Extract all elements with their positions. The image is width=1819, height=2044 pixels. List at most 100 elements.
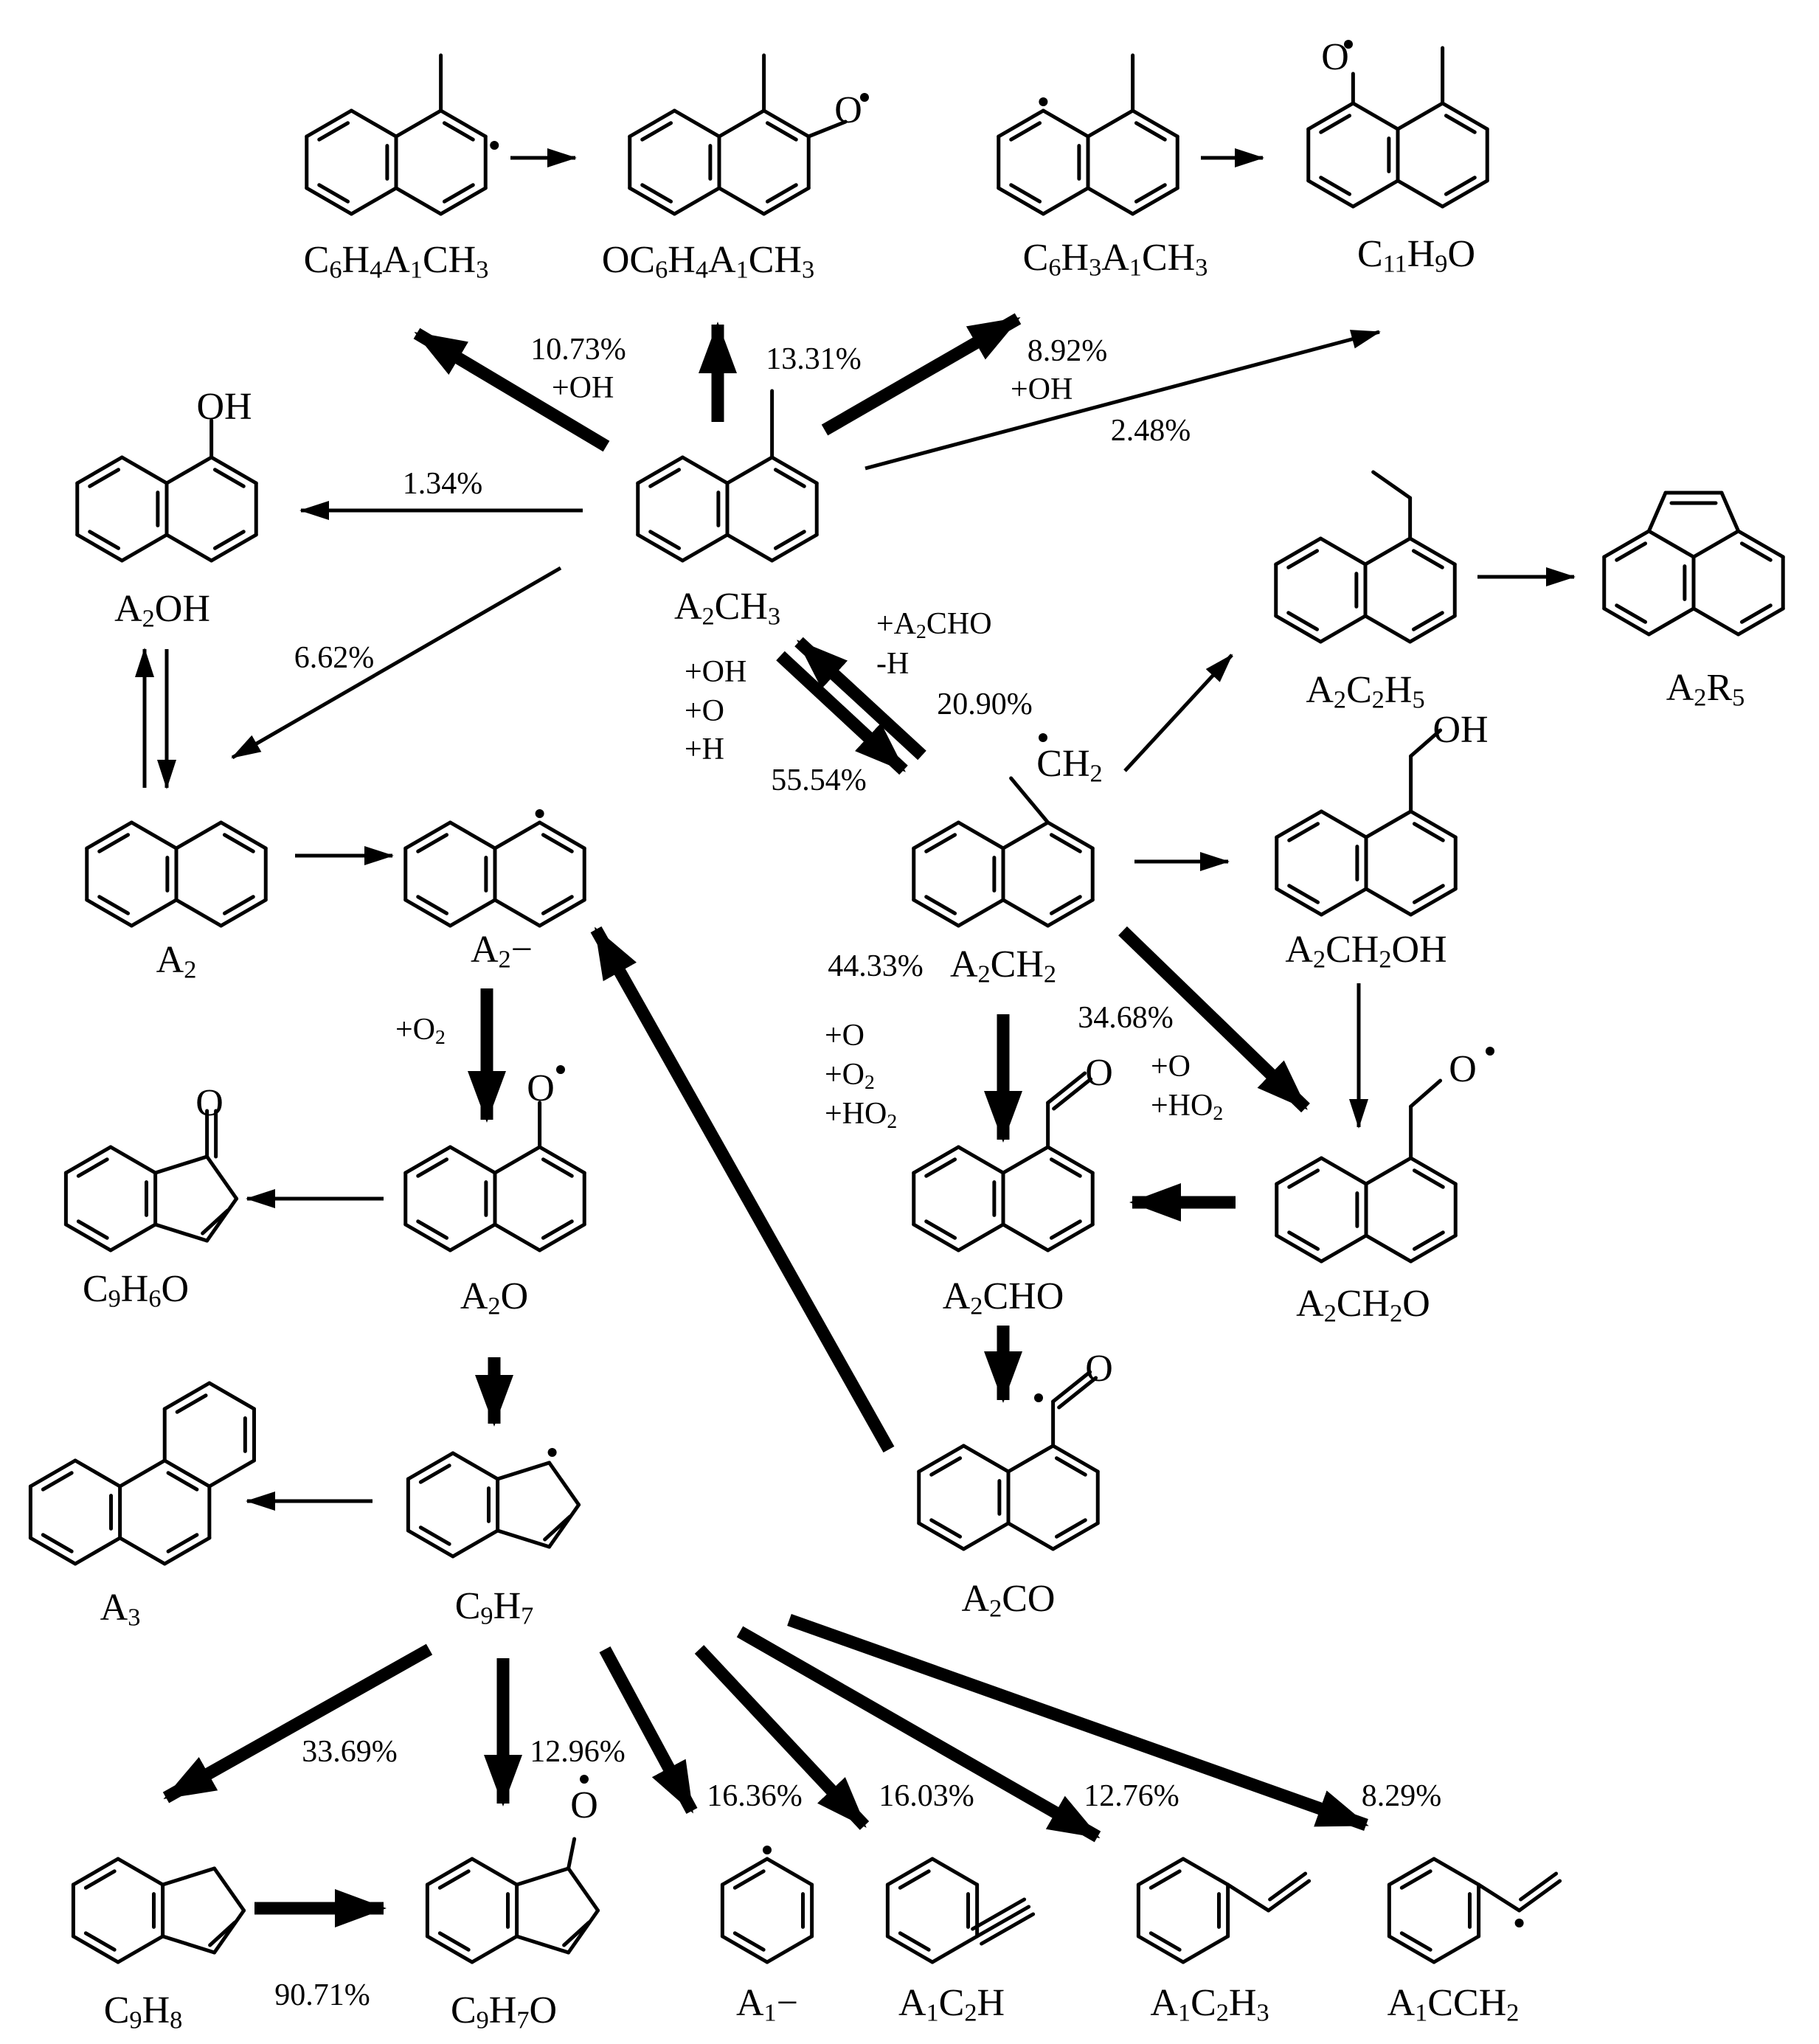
- pct-1-34: 1.34%: [402, 467, 483, 501]
- mol-c6h4a1ch3: [305, 53, 499, 216]
- mol-a3: [28, 1381, 256, 1566]
- arrow-c9h7-to-a1-radical: [599, 1646, 698, 1815]
- atom-o-c9h6o: O: [195, 1082, 224, 1124]
- label-oc6h4a1ch3: OC6H4A1CH3: [601, 239, 815, 284]
- label-a2r5: A2R5: [1666, 667, 1745, 712]
- label-a2: A2: [156, 939, 197, 984]
- label-a1c2h3: A1C2H3: [1150, 1982, 1269, 2027]
- mol-a2o: [403, 1065, 586, 1253]
- mol-oc6h4a1ch3: [628, 53, 869, 216]
- pct-34-68: 34.68%: [1078, 1001, 1174, 1035]
- label-c9h7: C9H7: [454, 1585, 534, 1630]
- pct-13-31: 13.31%: [766, 342, 862, 376]
- atom-o-c11h9o: O: [1321, 36, 1349, 78]
- atom-o-a2ch2o: O: [1449, 1048, 1477, 1090]
- label-a1-radical: A1−: [735, 1982, 799, 2027]
- mol-a2ch2oh: [1275, 728, 1458, 917]
- label-a2ch2oh: A2CH2OH: [1285, 929, 1447, 974]
- pct-16-03: 16.03%: [879, 1779, 974, 1813]
- pct-10-73: 10.73%: [530, 333, 626, 367]
- label-a2c2h5: A2C2H5: [1306, 669, 1425, 714]
- mol-c9h7o: [425, 1775, 600, 1964]
- label-a2-radical: A2−: [470, 929, 533, 974]
- reagent-oh-1: +OH: [552, 371, 614, 405]
- arrow-a2ch3-to-c6h4: [413, 328, 610, 452]
- label-a3: A3: [100, 1587, 141, 1632]
- reagent-oh-2: +OH: [1011, 373, 1073, 406]
- mol-a2-radical: [403, 809, 586, 928]
- pct-12-76: 12.76%: [1084, 1779, 1179, 1813]
- arrow-a2ch2-to-a2ch3: [794, 637, 926, 761]
- arrow-c9h7-to-a1c2h3: [736, 1626, 1101, 1843]
- atom-o-a2co: O: [1085, 1348, 1113, 1390]
- reagent-o-o2-ho2: +O+O2+HO2: [825, 1019, 898, 1133]
- label-c9h8: C9H8: [103, 1989, 183, 2034]
- mol-c9h7: [406, 1448, 581, 1559]
- label-a2ch2: A2CH2: [949, 943, 1057, 988]
- label-a2cho: A2CHO: [942, 1275, 1064, 1320]
- label-c6h3a1ch3: C6H3A1CH3: [1022, 237, 1208, 282]
- label-a2o: A2O: [460, 1275, 529, 1320]
- label-a1cch2: A1CCH2: [1387, 1982, 1520, 2027]
- pct-8-29: 8.29%: [1361, 1779, 1442, 1813]
- pct-55-54: 55.54%: [771, 763, 867, 797]
- mol-a1c2h3: [1136, 1857, 1312, 1964]
- mol-a2ch2o: [1275, 1047, 1494, 1264]
- reagent-oh-o-h: +OH+O+H: [685, 655, 747, 766]
- label-a1c2h: A1C2H: [898, 1982, 1005, 2027]
- mol-c6h3a1ch3: [997, 53, 1179, 216]
- pct-6-62: 6.62%: [294, 641, 375, 675]
- pct-20-90: 20.90%: [937, 687, 1033, 721]
- arrow-a2ch2-to-a2ch2o: [1118, 926, 1310, 1113]
- mol-a2oh: [75, 418, 258, 563]
- mol-c11h9o: [1306, 40, 1489, 209]
- label-c6h4a1ch3: C6H4A1CH3: [303, 239, 489, 284]
- label-a2ch3: A2CH3: [673, 586, 781, 631]
- mol-c9h6o: [63, 1109, 239, 1253]
- atom-o-a2cho: O: [1085, 1052, 1113, 1094]
- molecule-structures: [28, 40, 1785, 1964]
- mol-a1-radical: [720, 1846, 814, 1964]
- reagent-a2cho-h: +A2CHO-H: [876, 607, 992, 681]
- atom-oh-a2oh: OH: [196, 386, 252, 428]
- mol-a2r5: [1602, 491, 1785, 637]
- arrow-a2co-to-a2-radical: [590, 926, 895, 1453]
- arrow-c9h7-to-c9h8: [162, 1643, 433, 1804]
- pct-90-71: 90.71%: [274, 1978, 370, 2012]
- label-a2oh: A2OH: [114, 588, 210, 633]
- label-a2co: A2CO: [961, 1578, 1056, 1623]
- mol-a2ch3: [636, 389, 819, 563]
- reagent-o-ho2: +O+HO2: [1151, 1050, 1224, 1124]
- pct-16-36: 16.36%: [707, 1779, 803, 1813]
- label-a2ch2o: A2CH2O: [1296, 1283, 1430, 1328]
- label-c9h7o: C9H7O: [450, 1989, 558, 2034]
- reaction-arrows: [135, 148, 1576, 1927]
- arrow-c9h7-to-a1cch2: [787, 1613, 1369, 1832]
- pct-44-33: 44.33%: [828, 949, 924, 983]
- pct-2-48: 2.48%: [1110, 414, 1191, 448]
- arrow-a2ch3-to-a2: [231, 566, 562, 760]
- pct-33-69: 33.69%: [302, 1735, 398, 1769]
- atom-oh-a2ch2oh: OH: [1432, 709, 1489, 751]
- mol-a2ch2: [912, 733, 1095, 928]
- arrow-c9h7-to-a1c2h: [694, 1645, 870, 1830]
- mol-a2: [85, 820, 268, 928]
- arrow-a2ch2-to-a2c2h5: [1123, 654, 1233, 772]
- label-c9h6o: C9H6O: [82, 1268, 190, 1313]
- label-c11h9o: C11H9O: [1357, 233, 1476, 278]
- mol-a2co: [917, 1370, 1100, 1551]
- mol-a1cch2: [1387, 1857, 1562, 1964]
- arrow-a2ch3-to-c11h9o: [865, 330, 1381, 471]
- mol-c9h8: [71, 1857, 246, 1964]
- mol-a2c2h5: [1274, 470, 1457, 644]
- pct-12-96: 12.96%: [530, 1735, 626, 1769]
- atom-o-oc6h4: O: [834, 89, 862, 131]
- mol-a1c2h: [885, 1857, 1036, 1964]
- reagent-o2: +O2: [395, 1013, 446, 1049]
- mol-a2cho: [912, 1071, 1095, 1253]
- arrow-a2ch3-to-c6h3: [821, 313, 1022, 436]
- atom-o-a2o: O: [527, 1067, 555, 1109]
- pct-8-92: 8.92%: [1027, 334, 1108, 368]
- atom-ch2-a2ch2: CH2: [1036, 743, 1103, 788]
